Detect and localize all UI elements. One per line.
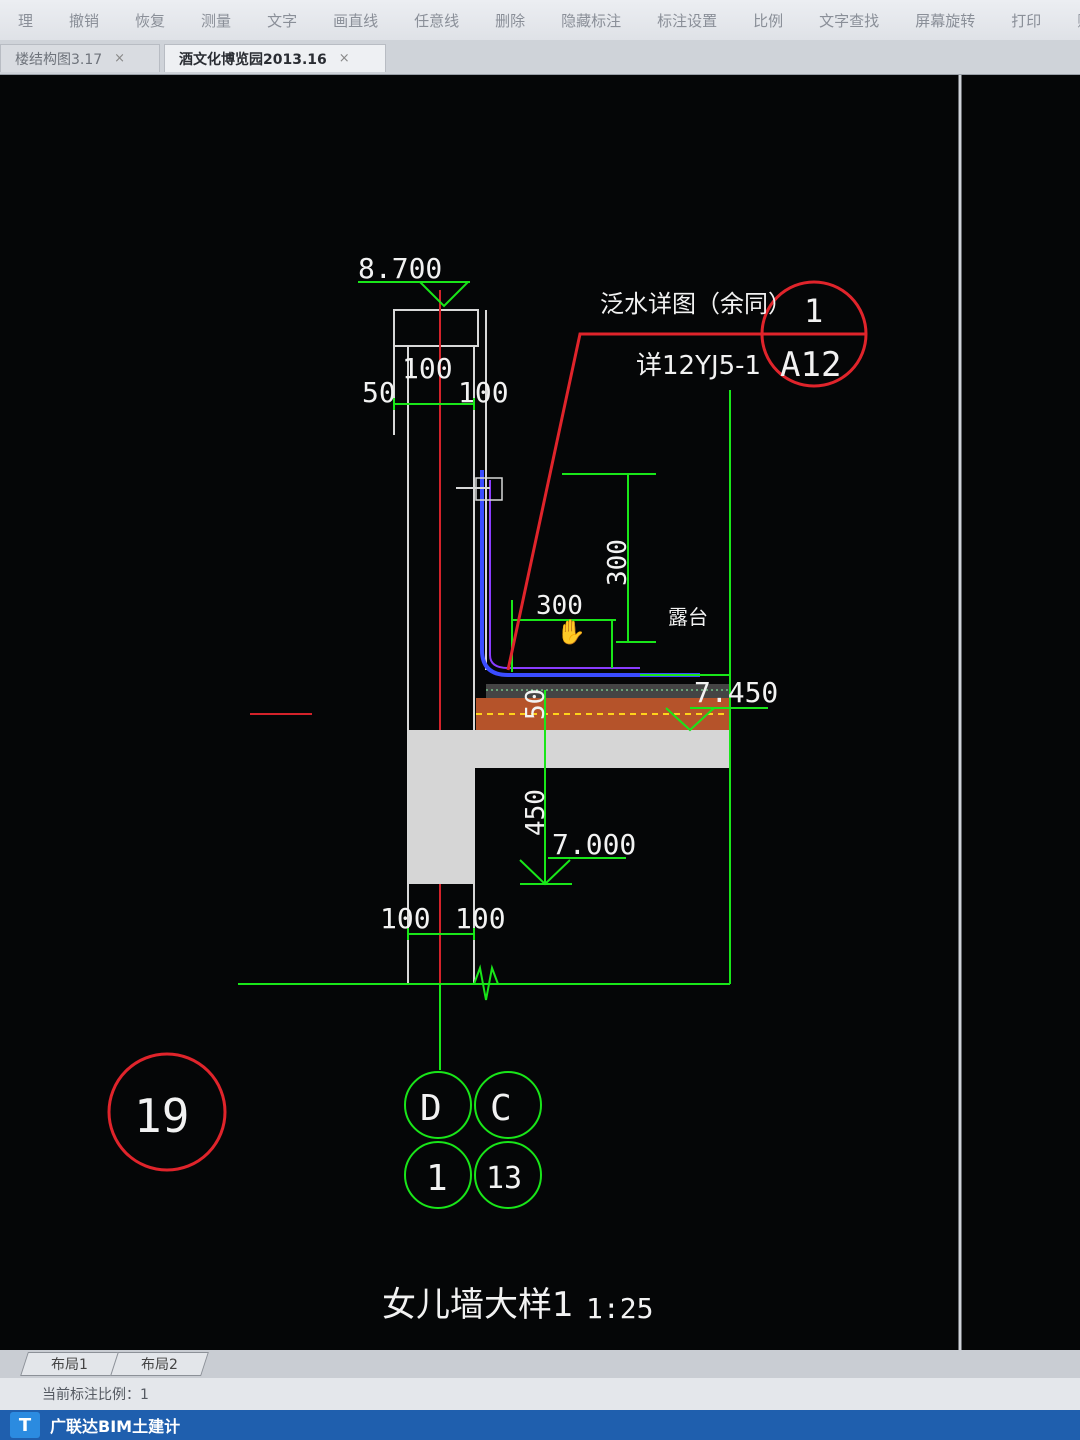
dim-450-vertical: 450: [521, 789, 551, 836]
elevation-8700: 8.700: [358, 252, 442, 285]
toolbar-item[interactable]: 删除: [495, 11, 526, 30]
tab-wine-culture-park[interactable]: 酒文化博览园2013.16 ×: [164, 44, 386, 72]
axis-label-13: 13: [486, 1161, 522, 1196]
toolbar-item[interactable]: 打印: [1011, 11, 1042, 30]
dim-50-vertical: 50: [521, 689, 551, 720]
annotation-scale-status: 当前标注比例：1: [42, 1387, 149, 1403]
toolbar-item[interactable]: 测量: [201, 11, 232, 30]
toolbar-item[interactable]: 恢复: [135, 11, 166, 30]
reference-bubble-top: 1: [804, 292, 823, 330]
axis-label-1: 1: [426, 1158, 448, 1199]
taskbar: T 广联达BIM土建计: [0, 1410, 1080, 1440]
detail-number-bubble: [107, 1052, 227, 1172]
toolbar-item[interactable]: 比例: [753, 11, 784, 30]
toolbar-item[interactable]: 文字: [267, 11, 298, 30]
waterproof-membrane: [480, 470, 700, 677]
toolbar-item[interactable]: 账: [1059, 10, 1080, 31]
reference-bubble: [760, 280, 868, 388]
tab-label: 楼结构图3.17: [15, 51, 103, 68]
dim-50-top: 50: [362, 376, 396, 409]
hand-cursor-icon: ✋: [556, 618, 586, 646]
elevation-7450: 7.450: [694, 676, 778, 709]
reference-bubble-bottom: A12: [780, 345, 841, 385]
toolbar-item[interactable]: 画直线: [333, 11, 379, 30]
parapet-detail-drawing: 8.700 100 50 100 300 7.450 7.000 100 100…: [107, 75, 962, 1350]
toolbar-item[interactable]: 隐藏标注: [561, 11, 622, 30]
layout-tab-bar: 布局1 布局2: [0, 1350, 1080, 1378]
dim-100-bottom-b: 100: [455, 902, 506, 935]
close-icon[interactable]: ×: [338, 51, 350, 66]
status-bar: 当前标注比例：1: [0, 1378, 1080, 1410]
app-name[interactable]: 广联达BIM土建计: [50, 1417, 181, 1436]
axis-bubble-d: [404, 1071, 472, 1139]
axis-label-d: D: [420, 1088, 442, 1129]
cad-drawing-canvas[interactable]: 8.700 100 50 100 300 7.450 7.000 100 100…: [0, 75, 1080, 1350]
dim-300-horizontal: 300: [536, 591, 583, 621]
app-icon[interactable]: T: [10, 1412, 40, 1438]
dim-100-bottom-a: 100: [380, 902, 431, 935]
reference-standard-note: 详12YJ5-1: [636, 351, 761, 381]
drawing-title: 女儿墙大样1: [382, 1285, 574, 1325]
dim-100-top-b: 100: [458, 376, 509, 409]
drawing-scale: 1:25: [586, 1292, 653, 1325]
toolbar-item[interactable]: 理: [18, 11, 34, 30]
close-icon[interactable]: ×: [114, 51, 126, 66]
axis-bubble-1: [404, 1141, 472, 1209]
dim-300-vertical: 300: [603, 539, 633, 586]
parapet-coping: [393, 309, 479, 347]
roof-slab: [408, 730, 730, 768]
tab-layout-2[interactable]: 布局2: [110, 1352, 209, 1376]
document-tab-bar: 楼结构图3.17 × 酒文化博览园2013.16 ×: [0, 40, 1080, 75]
tab-label: 酒文化博览园2013.16: [179, 51, 327, 68]
tab-structure-drawing[interactable]: 楼结构图3.17 ×: [0, 44, 160, 72]
axis-label-c: C: [490, 1088, 512, 1129]
toolbar-item[interactable]: 文字查找: [819, 11, 880, 30]
elevation-7000: 7.000: [552, 828, 636, 861]
toolbar-item[interactable]: 标注设置: [657, 11, 718, 30]
toolbar-item[interactable]: 屏幕旋转: [915, 11, 976, 30]
axis-bubble-13: [474, 1141, 542, 1209]
toolbar-item[interactable]: 撤销: [69, 11, 100, 30]
top-toolbar: 理 撤销 恢复 测量 文字 画直线 任意线 删除 隐藏标注 标注设置 比例 文字查找 屏幕旋转 打印账: [0, 0, 1080, 40]
dim-100-top-a: 100: [402, 352, 453, 385]
terrace-label: 露台: [668, 605, 708, 629]
detail-number: 19: [134, 1089, 189, 1143]
toolbar-item[interactable]: 任意线: [414, 11, 460, 30]
tab-layout-1[interactable]: 布局1: [20, 1352, 119, 1376]
axis-bubble-c: [474, 1071, 542, 1139]
flashing-detail-note: 泛水详图（余同）: [600, 290, 792, 318]
detail-leader-line: [506, 332, 866, 671]
